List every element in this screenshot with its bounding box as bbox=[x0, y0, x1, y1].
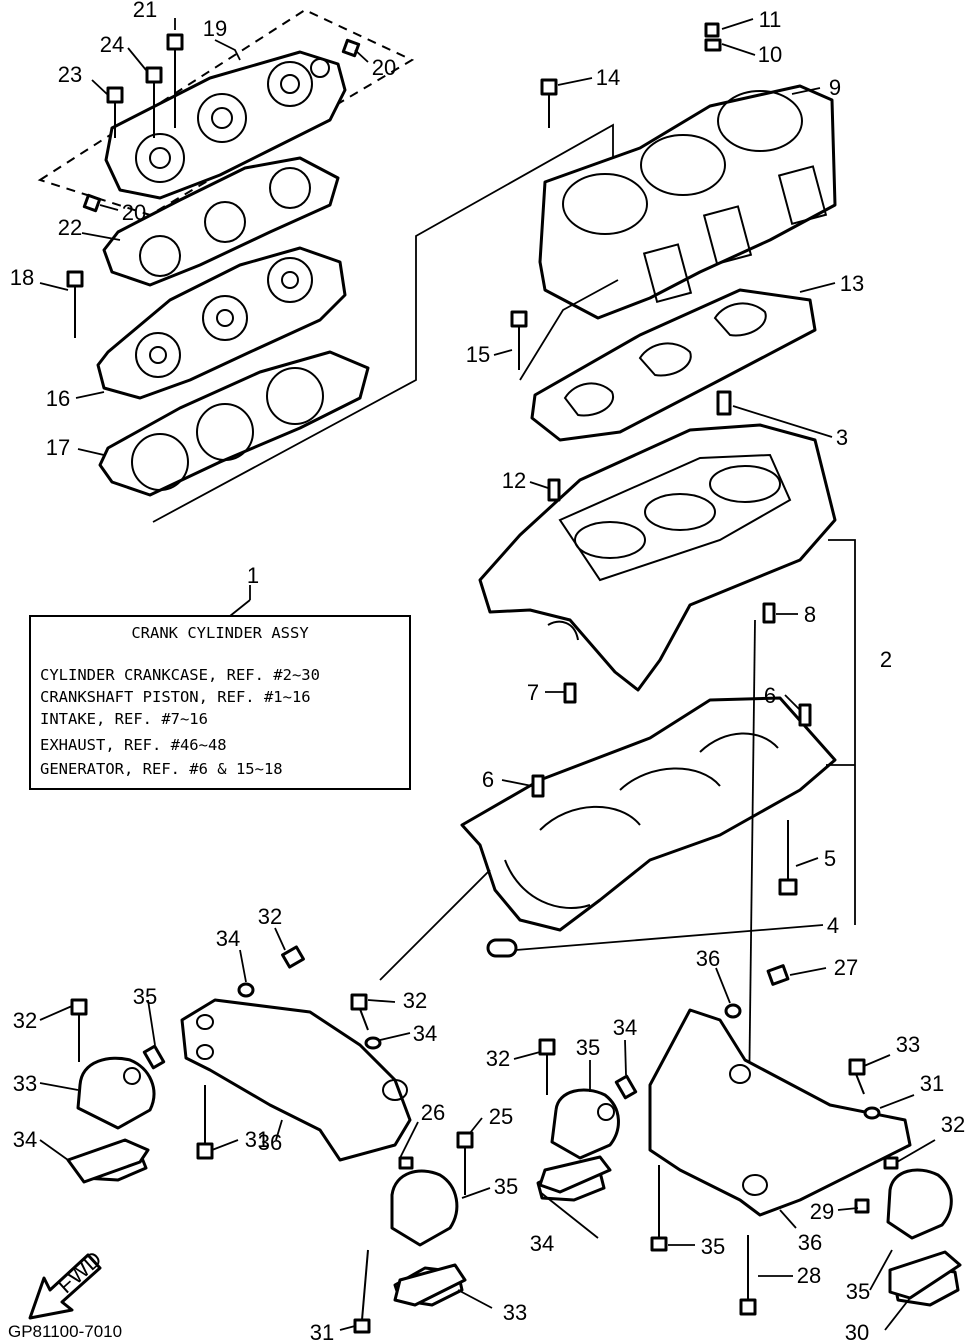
box-line: EXHAUST, REF. #46~48 bbox=[40, 736, 227, 754]
box-line: INTAKE, REF. #7~16 bbox=[40, 710, 208, 728]
callout-number: 14 bbox=[596, 65, 620, 90]
callout-number: 32 bbox=[13, 1008, 37, 1033]
callout-number: 7 bbox=[527, 680, 539, 705]
callout-number: 15 bbox=[466, 342, 490, 367]
callout-number: 34 bbox=[530, 1231, 554, 1256]
callout-number: 20 bbox=[122, 200, 146, 225]
callout-number: 26 bbox=[421, 1100, 445, 1125]
callout-number: 6 bbox=[482, 767, 494, 792]
engine-mounts bbox=[66, 945, 962, 1334]
callout-number: 32 bbox=[486, 1046, 510, 1071]
callout-number: 17 bbox=[46, 435, 70, 460]
callout-number: 35 bbox=[133, 984, 157, 1009]
lower-crankcase bbox=[379, 539, 856, 1181]
callout-number: 30 bbox=[845, 1320, 869, 1342]
callout-number: 4 bbox=[827, 913, 839, 938]
callout-number: 29 bbox=[810, 1199, 834, 1224]
callout-number: 33 bbox=[896, 1032, 920, 1057]
callout-number: 23 bbox=[58, 62, 82, 87]
callout-number: 35 bbox=[576, 1035, 600, 1060]
callout-number: 36 bbox=[696, 946, 720, 971]
callout-number: 3 bbox=[836, 425, 848, 450]
callout-number: 11 bbox=[759, 7, 782, 32]
box-line: CYLINDER CRANKCASE, REF. #2~30 bbox=[40, 666, 320, 684]
forward-arrow-icon: FWD bbox=[28, 1246, 107, 1320]
callout-number: 34 bbox=[613, 1015, 637, 1040]
callout-number: 31 bbox=[310, 1320, 334, 1342]
callout-number: 28 bbox=[797, 1263, 821, 1288]
callout-number: 20 bbox=[372, 55, 396, 80]
callout-number: 36 bbox=[258, 1130, 282, 1155]
callout-number: 35 bbox=[701, 1234, 725, 1259]
callout-number: 21 bbox=[133, 0, 157, 22]
callout-number: 35 bbox=[494, 1174, 518, 1199]
callout-number: 35 bbox=[846, 1279, 870, 1304]
drawing-code: GP81100-7010 bbox=[8, 1322, 122, 1341]
callout-number: 8 bbox=[804, 602, 816, 627]
cylinder-block bbox=[510, 22, 837, 442]
callout-number: 18 bbox=[10, 265, 34, 290]
callout-number: 19 bbox=[203, 16, 227, 41]
callout-number: 36 bbox=[798, 1230, 822, 1255]
callout-number: 27 bbox=[834, 955, 858, 980]
crank-cylinder-info-box: CRANK CYLINDER ASSY CYLINDER CRANKCASE, … bbox=[29, 585, 411, 790]
callout-number: 2 bbox=[880, 647, 892, 672]
callout-leaders bbox=[39, 18, 936, 1331]
callout-number: 24 bbox=[100, 32, 124, 57]
callout-number: 34 bbox=[216, 926, 240, 951]
callout-number: 6 bbox=[764, 683, 776, 708]
callout-number: 13 bbox=[840, 271, 864, 296]
callout-number: 32 bbox=[403, 988, 427, 1013]
callout-numbers: 21 19 24 23 20 20 22 18 16 17 11 10 9 14… bbox=[10, 0, 965, 1342]
callout-number: 25 bbox=[489, 1104, 513, 1129]
callout-number: 33 bbox=[503, 1300, 527, 1325]
callout-number: 31 bbox=[920, 1071, 944, 1096]
callout-number: 32 bbox=[941, 1112, 965, 1137]
upper-crankcase bbox=[478, 390, 837, 704]
callout-number: 16 bbox=[46, 386, 70, 411]
callout-number: 32 bbox=[258, 904, 282, 929]
callout-number: 9 bbox=[829, 75, 841, 100]
box-line: GENERATOR, REF. #6 & 15~18 bbox=[40, 760, 283, 778]
callout-number: 5 bbox=[824, 846, 836, 871]
exhaust-cover-assembly bbox=[37, 8, 614, 523]
box-title: CRANK CYLINDER ASSY bbox=[131, 624, 309, 642]
callout-number: 34 bbox=[413, 1021, 437, 1046]
callout-number: 33 bbox=[13, 1071, 37, 1096]
callout-number: 10 bbox=[758, 42, 782, 67]
callout-number: 1 bbox=[247, 563, 259, 588]
box-line: CRANKSHAFT PISTON, REF. #1~16 bbox=[40, 688, 311, 706]
callout-number: 12 bbox=[502, 468, 526, 493]
callout-number: 22 bbox=[58, 215, 82, 240]
callout-number: 31 bbox=[245, 1127, 269, 1152]
callout-number: 34 bbox=[13, 1127, 37, 1152]
